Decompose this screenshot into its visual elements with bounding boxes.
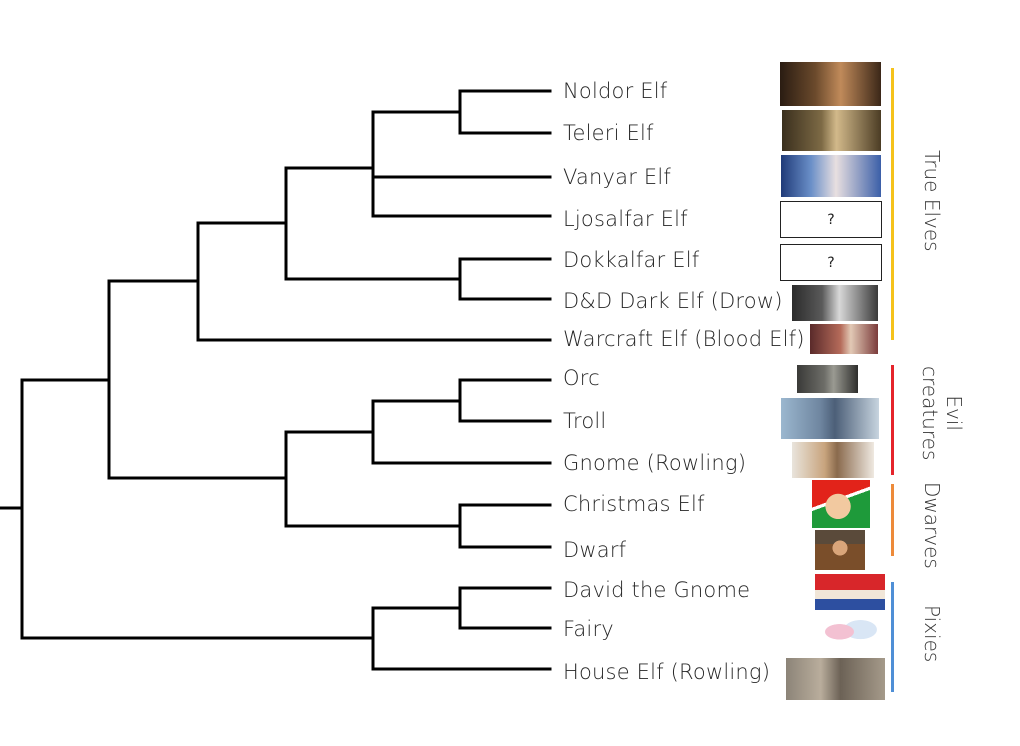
leaf-label-dwarf: Dwarf	[563, 538, 627, 562]
leaf-label-christmas-elf: Christmas Elf	[563, 492, 705, 516]
leaf-label-blood-elf: Warcraft Elf (Blood Elf)	[563, 327, 805, 351]
evil-creatures-bar	[891, 365, 894, 475]
true-elves-bar	[891, 68, 894, 340]
leaf-label-vanyar: Vanyar Elf	[563, 165, 672, 189]
leaf-label-noldor: Noldor Elf	[563, 79, 668, 103]
troll-image	[781, 398, 879, 439]
drow-image	[792, 285, 878, 321]
blood-elf-image	[810, 324, 878, 354]
dwarf-image	[815, 530, 865, 570]
ljosalfar-unknown-box: ?	[780, 201, 882, 238]
leaf-label-dokkalfar: Dokkalfar Elf	[563, 248, 700, 272]
gnome-rowling-image	[792, 442, 874, 478]
leaf-label-house-elf: House Elf (Rowling)	[563, 660, 771, 684]
vanyar-elf-image	[781, 155, 881, 197]
leaf-label-fairy: Fairy	[563, 617, 614, 641]
pixies-bar	[891, 582, 894, 692]
fairy-image	[815, 612, 885, 656]
dwarves-bar	[891, 484, 894, 556]
orc-image	[797, 365, 858, 393]
leaf-label-teleri: Teleri Elf	[563, 121, 654, 145]
leaf-label-troll: Troll	[563, 409, 607, 433]
david-the-gnome-image	[815, 574, 885, 610]
teleri-elf-image	[782, 110, 881, 151]
group-label-pixies: Pixies	[920, 605, 944, 663]
leaf-label-gnome-rowling: Gnome (Rowling)	[563, 451, 747, 475]
leaf-label-orc: Orc	[563, 366, 600, 390]
christmas-elf-image	[812, 480, 870, 528]
group-label-evil-creatures: Evil creatures	[918, 366, 966, 461]
house-elf-image	[786, 658, 885, 700]
leaf-label-ljosalfar: Ljosalfar Elf	[563, 207, 688, 231]
dokkalfar-unknown-box: ?	[780, 244, 882, 281]
noldor-elf-image	[780, 62, 881, 106]
leaf-label-david-gnome: David the Gnome	[563, 578, 751, 602]
leaf-label-drow: D&D Dark Elf (Drow)	[563, 289, 783, 313]
group-label-dwarves: Dwarves	[920, 482, 944, 569]
group-label-true-elves: True Elves	[920, 150, 944, 252]
